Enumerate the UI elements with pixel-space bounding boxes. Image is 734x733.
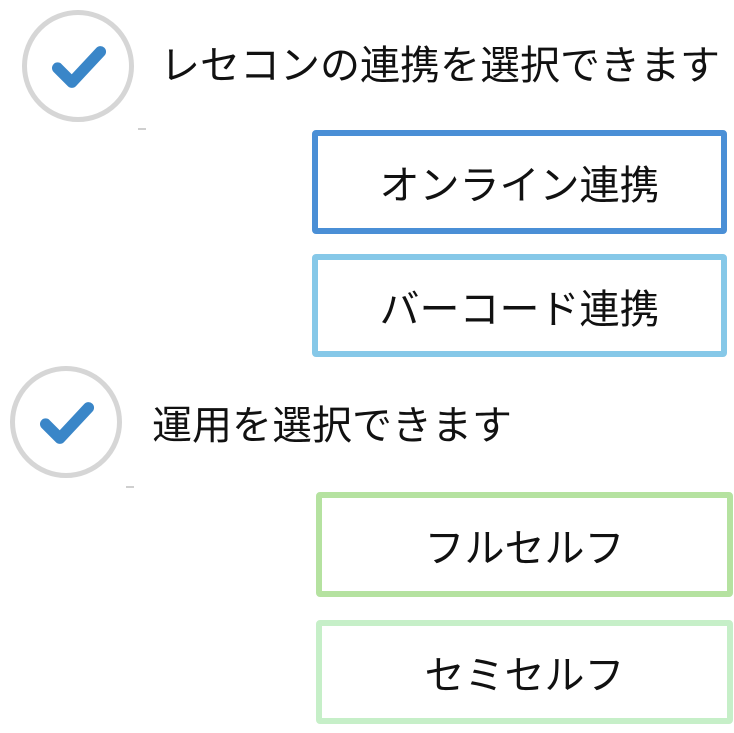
option-online-link-button[interactable]: オンライン連携: [312, 130, 727, 234]
section-heading-receipt-link: レセコンの連携を選択できます: [160, 43, 720, 89]
option-semi-self-button[interactable]: セミセルフ: [316, 620, 733, 724]
option-barcode-link-button[interactable]: バーコード連携: [312, 254, 727, 357]
checkmark-icon: [10, 366, 122, 478]
option-full-self-button[interactable]: フルセルフ: [316, 492, 733, 597]
divider-mark: [126, 486, 134, 488]
checkmark-glyph: [51, 46, 107, 88]
divider-mark: [138, 128, 146, 130]
checkmark-icon: [22, 10, 134, 122]
checkmark-glyph: [39, 402, 95, 444]
section-heading-operation: 運用を選択できます: [152, 403, 512, 449]
